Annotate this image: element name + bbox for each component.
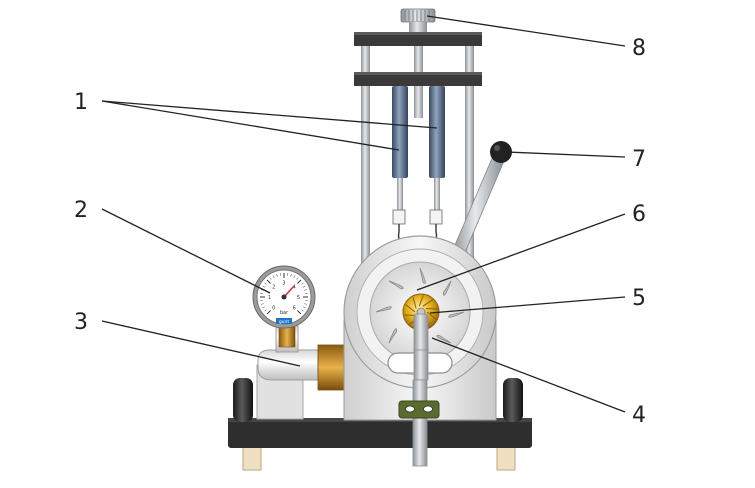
gauge-scale-number: 2 [272,285,275,291]
gauge-tick [290,274,292,277]
guide-vane [388,328,398,344]
gauge-scale-number: 0 [272,305,275,311]
callout-2: 2 [74,198,88,223]
top-frame [354,8,482,86]
guide-rod-right [465,45,474,265]
rotor-blade [425,307,438,310]
callout-7: 7 [632,147,646,172]
gauge-tick [296,277,299,280]
gauge-tick [301,282,304,285]
guide-vane [436,334,452,344]
callout-8: 8 [632,36,646,61]
inlet-elbow-pipe [257,349,319,381]
guide-vane [419,267,426,284]
gauge-tick [269,277,272,280]
lower-shaft [412,379,428,467]
gauge-scale-number: 6 [293,305,296,311]
guide-vane [448,311,465,318]
pressure-gauge: 012 3 456 bar gunt [252,265,316,329]
top-crossbar [354,32,482,46]
gauge-stem [278,326,296,348]
guide-rod-left [361,45,370,265]
guide-vane [375,306,392,313]
leader-5 [429,296,626,314]
gauge-unit-label: bar [280,310,289,316]
gauge-brand-label: gunt [279,319,290,325]
gauge-tick [261,303,264,305]
gauge-tick [301,309,304,312]
guide-vane [442,280,452,296]
guide-rods [361,20,474,265]
gauge-tick [264,282,267,285]
gauge-tick [297,310,302,315]
base-board [228,418,532,448]
rotor-blade [418,294,424,307]
leader-4 [431,337,626,413]
gauge-scale-number: 1 [268,295,271,301]
gauge-scale-number: 4 [293,285,296,291]
callout-6: 6 [632,202,646,227]
inlet-assembly: 012 3 456 bar gunt [252,265,345,420]
rubber-block-right [503,378,523,422]
gauge-tick [262,285,265,288]
gauge-tick [276,274,278,277]
rotor-blade [426,311,437,320]
leader-lines [101,15,626,413]
callout-1: 1 [74,90,88,115]
gauge-tick [293,275,296,278]
turbine-housing [343,235,497,467]
spring-balance-right [429,86,445,247]
rotor-blade [412,296,417,309]
leader-3 [101,320,301,367]
lever-handle [451,141,512,258]
leader-7 [506,151,626,158]
knurled-knob [400,8,436,32]
rotor-blade [422,299,434,307]
leader-2 [101,208,271,294]
callout-labels: 1 2 3 4 5 6 7 8 [74,36,646,428]
callout-5: 5 [632,286,646,311]
spring-balances [392,86,445,247]
gauge-tick [297,279,302,284]
gauge-scale-number: 3 [282,281,285,287]
gauge-scale-number: 5 [297,295,300,301]
gauge-tick [303,306,306,309]
adjusting-screw-shaft [414,20,423,118]
guide-vane [388,280,404,290]
gauge-tick [266,279,271,284]
callout-4: 4 [632,403,646,428]
leader-1-left [101,100,400,151]
gauge-tick [262,306,265,309]
rotor-blade [405,304,416,313]
brass-coupling [317,344,345,391]
gauge-tick [304,289,307,291]
leader-1-right [101,100,438,129]
callout-3: 3 [74,310,88,335]
gauge-tick [272,275,275,278]
leader-8 [426,15,626,47]
rubber-block-left [233,378,253,422]
gauge-tick [264,309,267,312]
spring-balance-left [392,86,408,247]
gauge-tick [303,285,306,288]
gauge-tick [266,310,271,315]
gauge-tick [304,303,307,305]
shaft-clamp [398,400,440,419]
lower-crossbar [354,72,482,86]
leader-6 [416,213,626,291]
